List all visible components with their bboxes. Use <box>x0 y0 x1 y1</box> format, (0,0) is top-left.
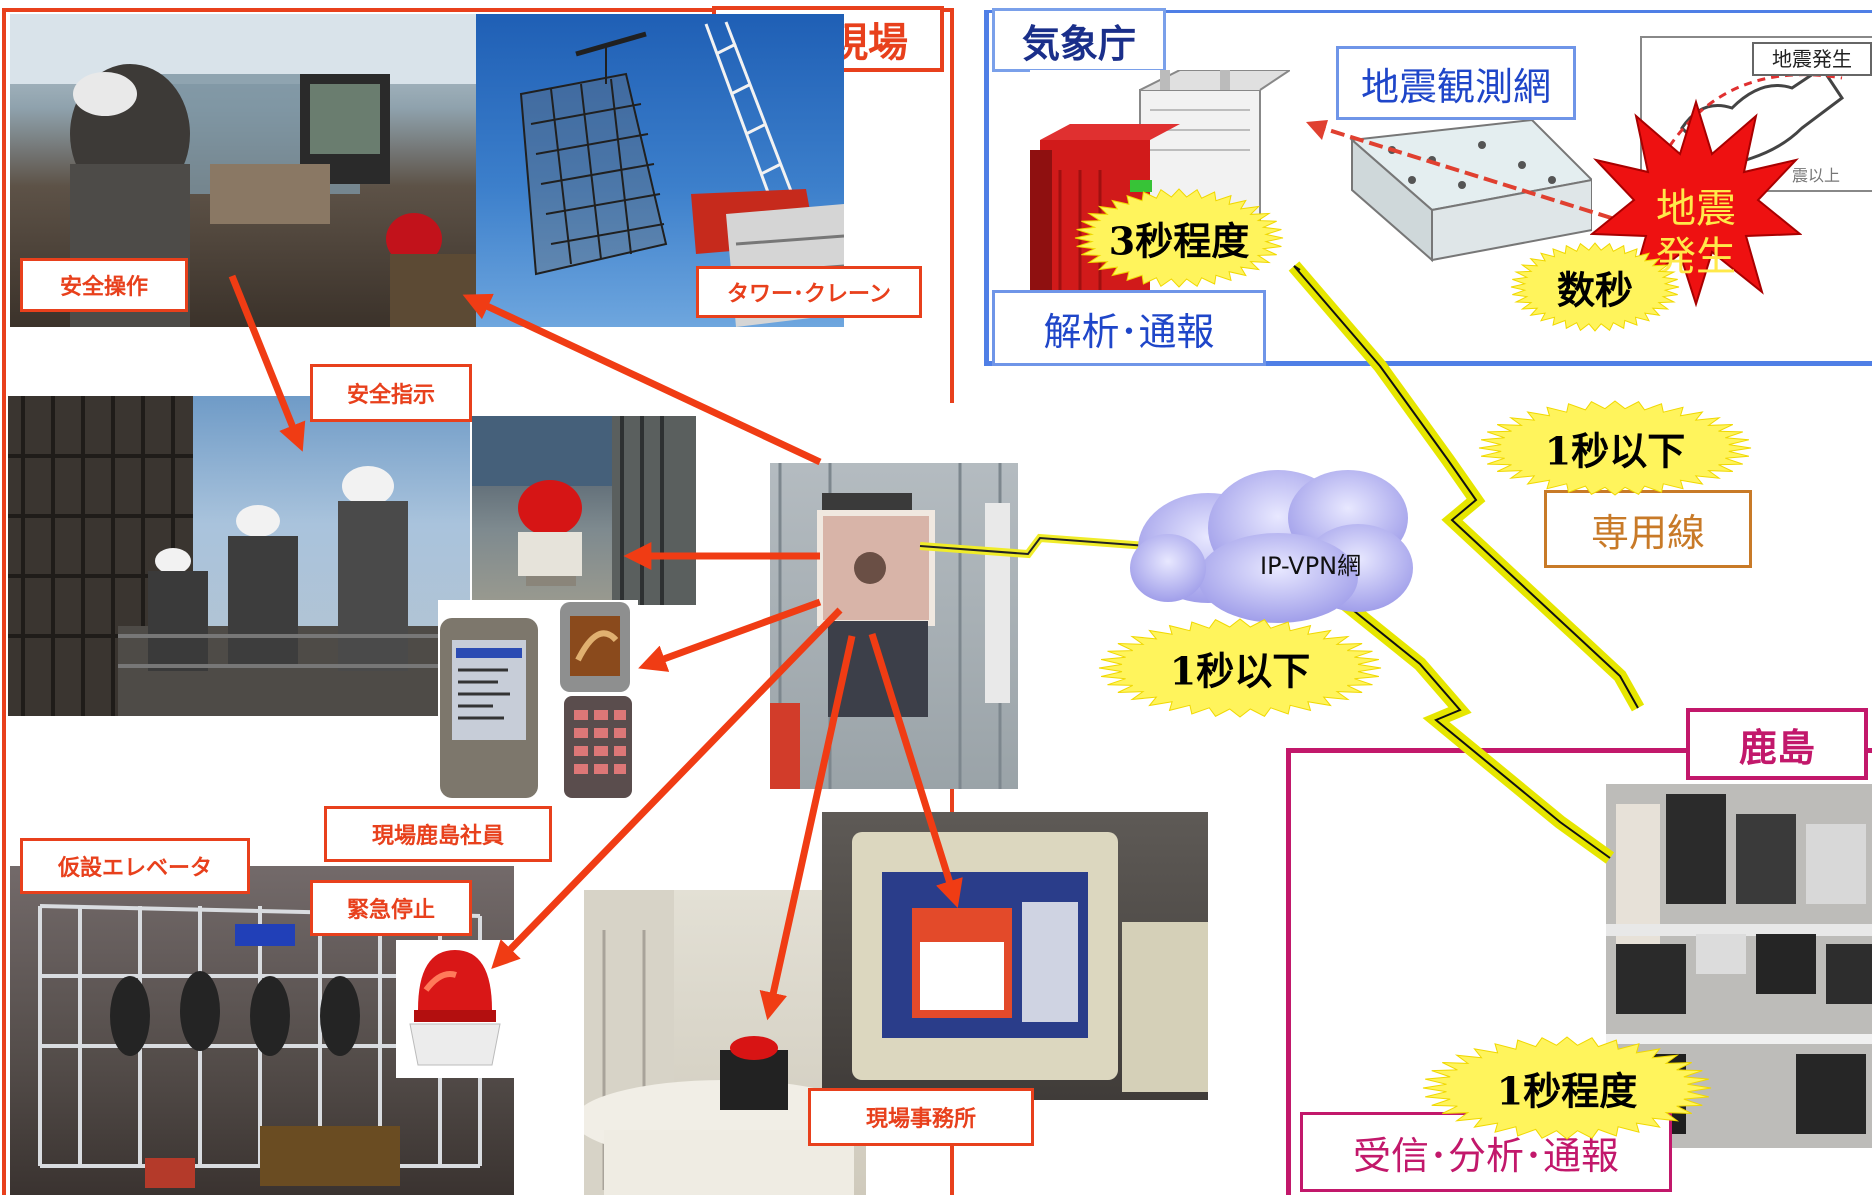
timing-about-1s-text: 1秒程度 <box>1496 1068 1638 1114</box>
arrow-to-warning-light <box>491 607 843 970</box>
safety-instruction-workers-photo <box>8 396 470 716</box>
timing-under-1s-vpn-text: 1秒以下 <box>1169 648 1311 694</box>
burst-3-seconds: 3秒程度 <box>1074 188 1284 288</box>
burst-few-seconds: 数秒 <box>1510 242 1680 332</box>
timing-3s-text: 3秒程度 <box>1108 218 1250 264</box>
warning-light-photo <box>396 940 514 1078</box>
vpn-label: IP-VPN網 <box>1260 552 1362 580</box>
label-kajima-staff: 現場鹿島社員 <box>324 806 552 862</box>
kajima-region <box>1286 748 1872 1195</box>
quake-line-1: 地震 <box>1656 186 1736 232</box>
rotating-beacon-photo <box>472 416 696 605</box>
seismic-wave-arrow <box>1306 120 1651 232</box>
arrow-to-stop-button <box>759 635 856 1021</box>
timing-under-1s-dedicated-text: 1秒以下 <box>1544 428 1686 474</box>
ip-vpn-cloud: IP-VPN網 <box>1128 458 1418 626</box>
burst-under-1s-vpn: 1秒以下 <box>1098 618 1382 718</box>
label-temporary-elevator: 仮設エレベータ <box>20 838 250 894</box>
arrow-to-safety-instruction <box>228 274 306 452</box>
timing-few-seconds-text: 数秒 <box>1556 267 1633 313</box>
map-caption: 地震発生 <box>1752 42 1872 76</box>
label-emergency-stop: 緊急停止 <box>310 880 472 936</box>
label-site-office: 現場事務所 <box>808 1088 1034 1146</box>
control-box-photo <box>770 403 1018 789</box>
arrow-to-crane <box>462 293 822 466</box>
mobile-phones-photo <box>438 600 638 800</box>
map-faint-text: 震以上 <box>1792 166 1841 185</box>
jma-region <box>984 10 1872 366</box>
site-office-monitor-photo <box>822 812 1208 1100</box>
burst-about-1s: 1秒程度 <box>1422 1036 1712 1140</box>
analysis-label: 解析･通報 <box>992 290 1266 366</box>
arrow-to-phones <box>638 598 822 672</box>
label-safe-operation: 安全操作 <box>20 258 188 312</box>
burst-under-1s-dedicated: 1秒以下 <box>1478 400 1752 496</box>
arrow-to-office-monitor <box>868 632 963 909</box>
kajima-title: 鹿島 <box>1686 708 1868 780</box>
jma-title: 気象庁 <box>992 8 1166 72</box>
label-tower-crane: タワー･クレーン <box>696 266 922 318</box>
dedicated-line-label: 専用線 <box>1544 490 1752 568</box>
network-label: 地震観測網 <box>1336 46 1576 120</box>
crane-cab-operator-photo <box>10 14 486 327</box>
label-safety-instruction: 安全指示 <box>310 364 472 422</box>
